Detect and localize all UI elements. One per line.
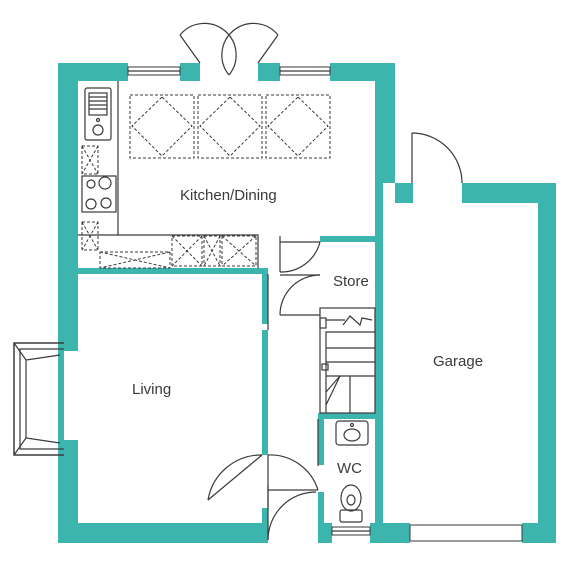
kitchen-fixtures (78, 81, 331, 269)
inner-outlines (267, 236, 320, 508)
room-label-store: Store (333, 273, 369, 290)
room-label-living: Living (132, 381, 171, 398)
exterior-walls (58, 63, 556, 543)
interior-walls (78, 236, 375, 523)
stairs (319, 307, 376, 414)
wc-fixtures (335, 420, 369, 523)
room-label-wc: WC (337, 460, 362, 477)
room-label-kitchen-dining: Kitchen/Dining (180, 187, 277, 204)
room-label-garage: Garage (433, 353, 483, 370)
doors (179, 22, 463, 541)
windows (13, 66, 523, 542)
